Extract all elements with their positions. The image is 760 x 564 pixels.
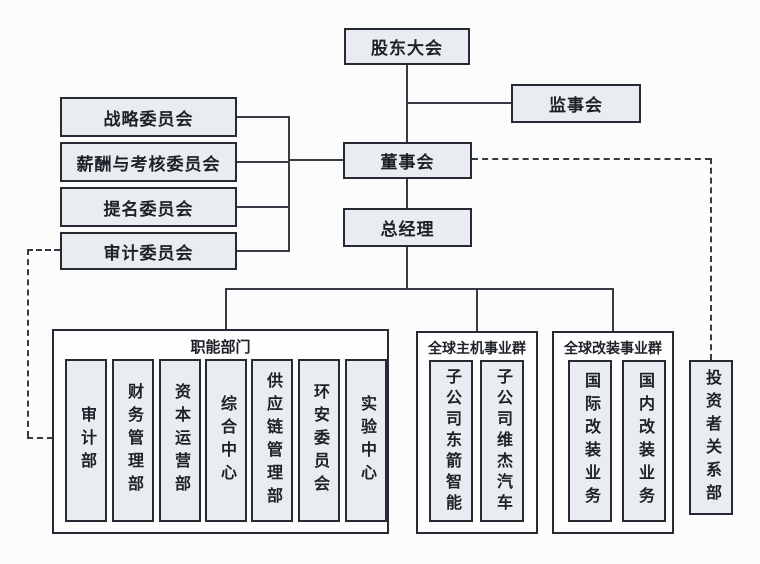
business-box-international-modification: 国际改装业务 [568,360,612,522]
connector-line [406,247,408,290]
committee-box-strategy: 战略委员会 [60,97,237,137]
connector-line [236,116,290,118]
connector-line [225,288,227,330]
connector-line [288,159,345,161]
group-title: 全球主机事业群 [428,340,526,356]
board-of-directors-box: 董事会 [343,142,472,179]
subsidiary-box-weijie: 子公司维杰汽车 [480,360,524,522]
dashed-connector-line [710,158,712,360]
investor-relations-box: 投资者关系部 [689,360,733,515]
supervisory-board-box: 监事会 [511,84,641,123]
business-box-domestic-modification: 国内改装业务 [622,360,666,522]
department-box-audit-dept: 审计部 [65,359,107,522]
connector-line [288,116,290,252]
dashed-connector-line [472,158,711,160]
department-box-ehs-committee: 环安委员会 [298,359,340,522]
connector-line [225,288,614,290]
global-oem-business-group: 全球主机事业群 子公司东箭智能 子公司维杰汽车 [416,331,538,534]
connector-line [236,161,290,163]
department-box-lab-center: 实验中心 [345,359,387,522]
connector-line [236,250,290,252]
dashed-connector-line [27,249,60,251]
committee-box-audit: 审计委员会 [60,232,237,270]
department-box-supply-chain: 供应链管理部 [251,359,293,522]
connector-line [407,102,513,104]
functional-departments-group: 职能部门 审计部 财务管理部 资本运营部 综合中心 供应链管理部 环安委员会 实… [52,329,389,534]
committee-box-nomination: 提名委员会 [60,187,237,227]
department-box-capital-operations: 资本运营部 [159,359,201,522]
dashed-connector-line [27,249,29,437]
connector-line [612,288,614,332]
committee-box-remuneration: 薪酬与考核委员会 [60,142,237,182]
dashed-connector-line [27,437,63,439]
subsidiary-box-dongjian: 子公司东箭智能 [429,360,473,522]
department-box-general-center: 综合中心 [205,359,247,522]
group-title: 职能部门 [190,339,251,356]
global-modification-business-group: 全球改装事业群 国际改装业务 国内改装业务 [552,331,674,534]
shareholders-meeting-box: 股东大会 [344,28,470,65]
department-box-finance: 财务管理部 [112,359,154,522]
connector-line [406,179,408,209]
connector-line [236,206,290,208]
connector-line [476,288,478,332]
general-manager-box: 总经理 [343,208,472,247]
group-title: 全球改装事业群 [564,340,662,356]
